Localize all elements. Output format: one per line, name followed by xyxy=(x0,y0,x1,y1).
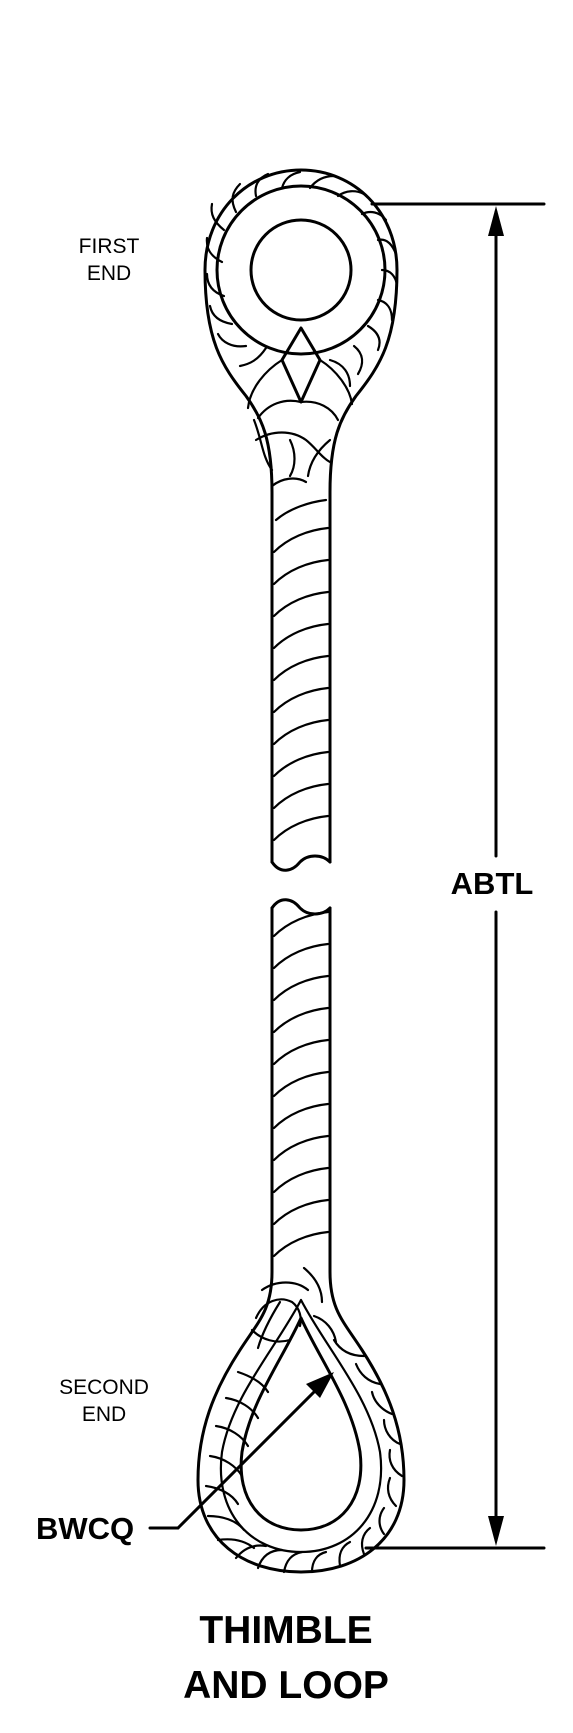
loop-strand-hatch xyxy=(204,1338,404,1574)
dimension-label: ABTL xyxy=(451,866,534,901)
second-end-label-line1: SECOND xyxy=(59,1376,149,1399)
lower-rope-strands xyxy=(272,910,330,1258)
bwcq-callout: BWCQ xyxy=(36,1372,334,1546)
upper-rope-strands xyxy=(272,498,330,842)
length-dimension: ABTL xyxy=(364,202,546,1550)
second-end-label-line2: END xyxy=(82,1403,126,1426)
teardrop-outer-edge xyxy=(219,1298,383,1554)
dimension-arrow-up xyxy=(488,206,504,236)
first-end-label-line1: FIRST xyxy=(79,235,140,258)
eye-splice-hatch xyxy=(246,358,354,488)
second-end-eye xyxy=(196,906,406,1574)
title-line1: THIMBLE xyxy=(199,1609,372,1652)
first-end-outline xyxy=(203,168,399,864)
dimension-arrow-down xyxy=(488,1516,504,1546)
first-end-label-line2: END xyxy=(87,262,131,285)
thimble-inner-ring xyxy=(249,218,353,322)
lower-splice-hatch xyxy=(250,1266,338,1350)
callout-label: BWCQ xyxy=(36,1511,134,1546)
callout-arrowhead xyxy=(306,1372,334,1398)
second-end-outline xyxy=(196,906,406,1574)
first-end-eye xyxy=(203,168,399,864)
splice-diamond xyxy=(280,326,322,404)
teardrop-thimble xyxy=(239,1316,363,1532)
eye-strand-hatch xyxy=(205,170,399,388)
title-line2: AND LOOP xyxy=(183,1664,389,1707)
callout-leader-diagonal xyxy=(176,1382,324,1530)
upper-break-end xyxy=(270,854,332,872)
